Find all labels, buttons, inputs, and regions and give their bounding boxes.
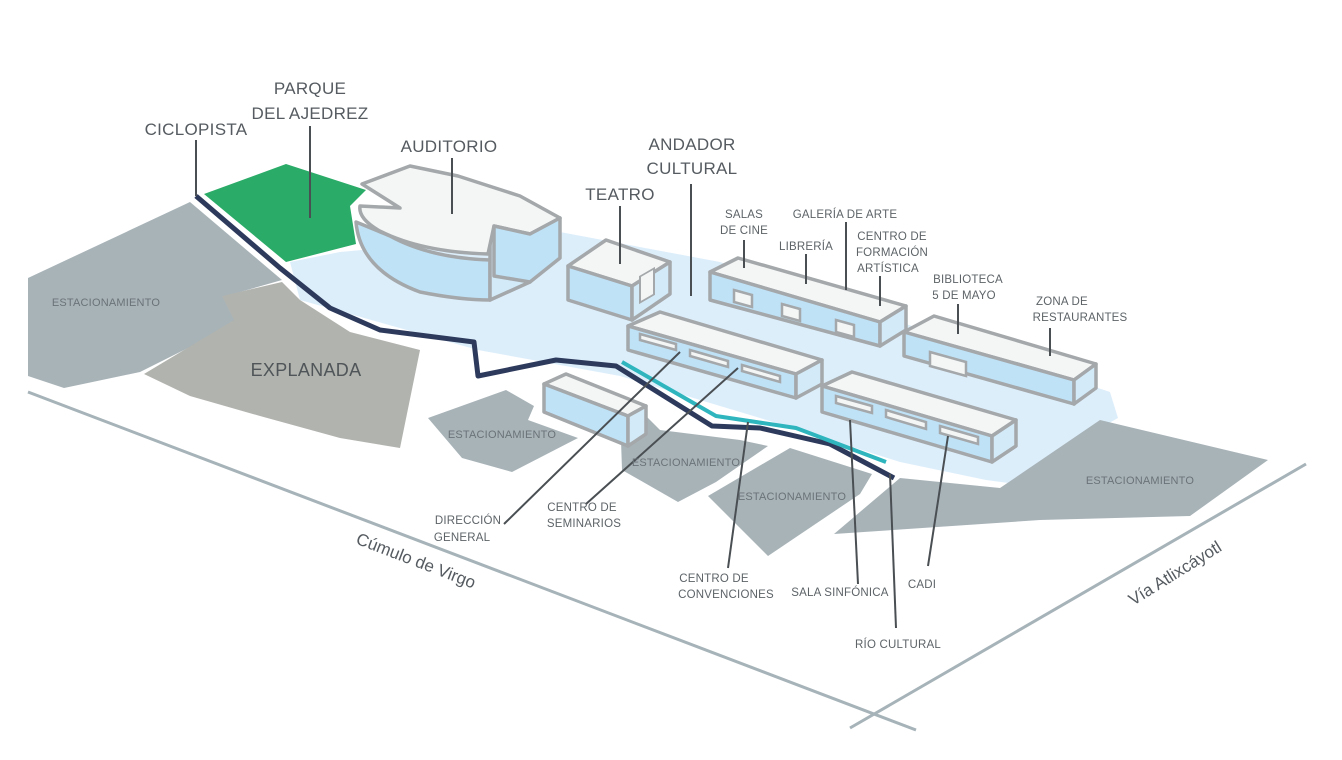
- road-label-atlixcayotl: Vía Atlixcáyotl: [1125, 537, 1225, 609]
- parking-label-2: ESTACIONAMIENTO: [448, 429, 557, 441]
- direccion-building: [542, 372, 648, 448]
- label-seminarios-line2: SEMINARIOS: [547, 518, 621, 530]
- labels: PARQUE DEL AJEDREZ CICLOPISTA AUDITORIO …: [145, 79, 1128, 651]
- road-via-atlixcayotl: [849, 462, 1307, 730]
- label-cadi: CADI: [908, 579, 936, 591]
- label-biblioteca-line1: BIBLIOTECA: [933, 274, 1003, 286]
- cine-libreria-galeria-building: [708, 256, 908, 348]
- parking-label-3: ESTACIONAMIENTO: [632, 457, 741, 469]
- label-ciclopista: CICLOPISTA: [145, 120, 248, 139]
- parking-lot-4: [708, 448, 872, 556]
- explanada-area: [144, 282, 420, 448]
- label-galeria: GALERÍA DE ARTE: [793, 208, 898, 221]
- label-andador-line1: ANDADOR: [648, 135, 735, 154]
- parking-label-4: ESTACIONAMIENTO: [738, 491, 847, 503]
- roads: [27, 390, 1307, 732]
- ciclopista-path: [194, 194, 896, 481]
- parking-labels: ESTACIONAMIENTO ESTACIONAMIENTO ESTACION…: [52, 297, 1195, 503]
- label-formacion-line1: CENTRO DE: [857, 231, 927, 243]
- parking-lot-2: [428, 390, 578, 472]
- label-teatro: TEATRO: [585, 185, 655, 204]
- road-cumulo-de-virgo: [27, 390, 917, 732]
- label-biblioteca-line2: 5 DE MAYO: [932, 290, 996, 302]
- parking-lot-1: [28, 202, 282, 388]
- seminarios-building: [626, 310, 824, 400]
- parking-label-1: ESTACIONAMIENTO: [52, 297, 161, 309]
- teatro-door: [639, 266, 655, 305]
- label-salas-line1: SALAS: [725, 209, 763, 221]
- label-convenciones-line1: CENTRO DE: [679, 573, 749, 585]
- label-parque-line1: PARQUE: [274, 79, 346, 98]
- biblioteca-building: [902, 314, 1098, 406]
- label-parque-line2: DEL AJEDREZ: [252, 104, 369, 123]
- label-restaurantes-line2: RESTAURANTES: [1033, 312, 1128, 324]
- label-direccion-line2: GENERAL: [434, 532, 491, 544]
- parking-lot-5: [834, 420, 1268, 534]
- label-seminarios-line1: CENTRO DE: [547, 502, 617, 514]
- label-sala-sinfonica: SALA SINFÓNICA: [791, 586, 889, 599]
- label-auditorio: AUDITORIO: [401, 137, 498, 156]
- teatro-building: [566, 238, 672, 322]
- label-rio-cultural: RÍO CULTURAL: [855, 638, 941, 651]
- parque-del-ajedrez-area: [204, 164, 366, 262]
- label-convenciones-line2: CONVENCIONES: [678, 589, 774, 601]
- label-libreria: LIBRERÍA: [779, 240, 833, 253]
- label-formacion-line2: FORMACIÓN: [856, 246, 928, 259]
- label-andador-line2: CULTURAL: [647, 159, 738, 178]
- parking-lot-3: [620, 410, 768, 502]
- label-restaurantes-line1: ZONA DE: [1036, 296, 1088, 308]
- label-formacion-line3: ARTÍSTICA: [857, 262, 919, 275]
- auditorio-building: [354, 164, 562, 302]
- parking-label-5: ESTACIONAMIENTO: [1086, 475, 1195, 487]
- label-salas-line2: DE CINE: [720, 225, 768, 237]
- label-direccion-line1: DIRECCIÓN: [435, 514, 501, 527]
- rio-cultural-path: [621, 360, 887, 464]
- label-explanada: EXPLANADA: [251, 360, 362, 380]
- parking-lots: [28, 202, 1268, 556]
- sinfonica-cadi-building: [820, 370, 1018, 464]
- leader-lines: [195, 126, 1051, 629]
